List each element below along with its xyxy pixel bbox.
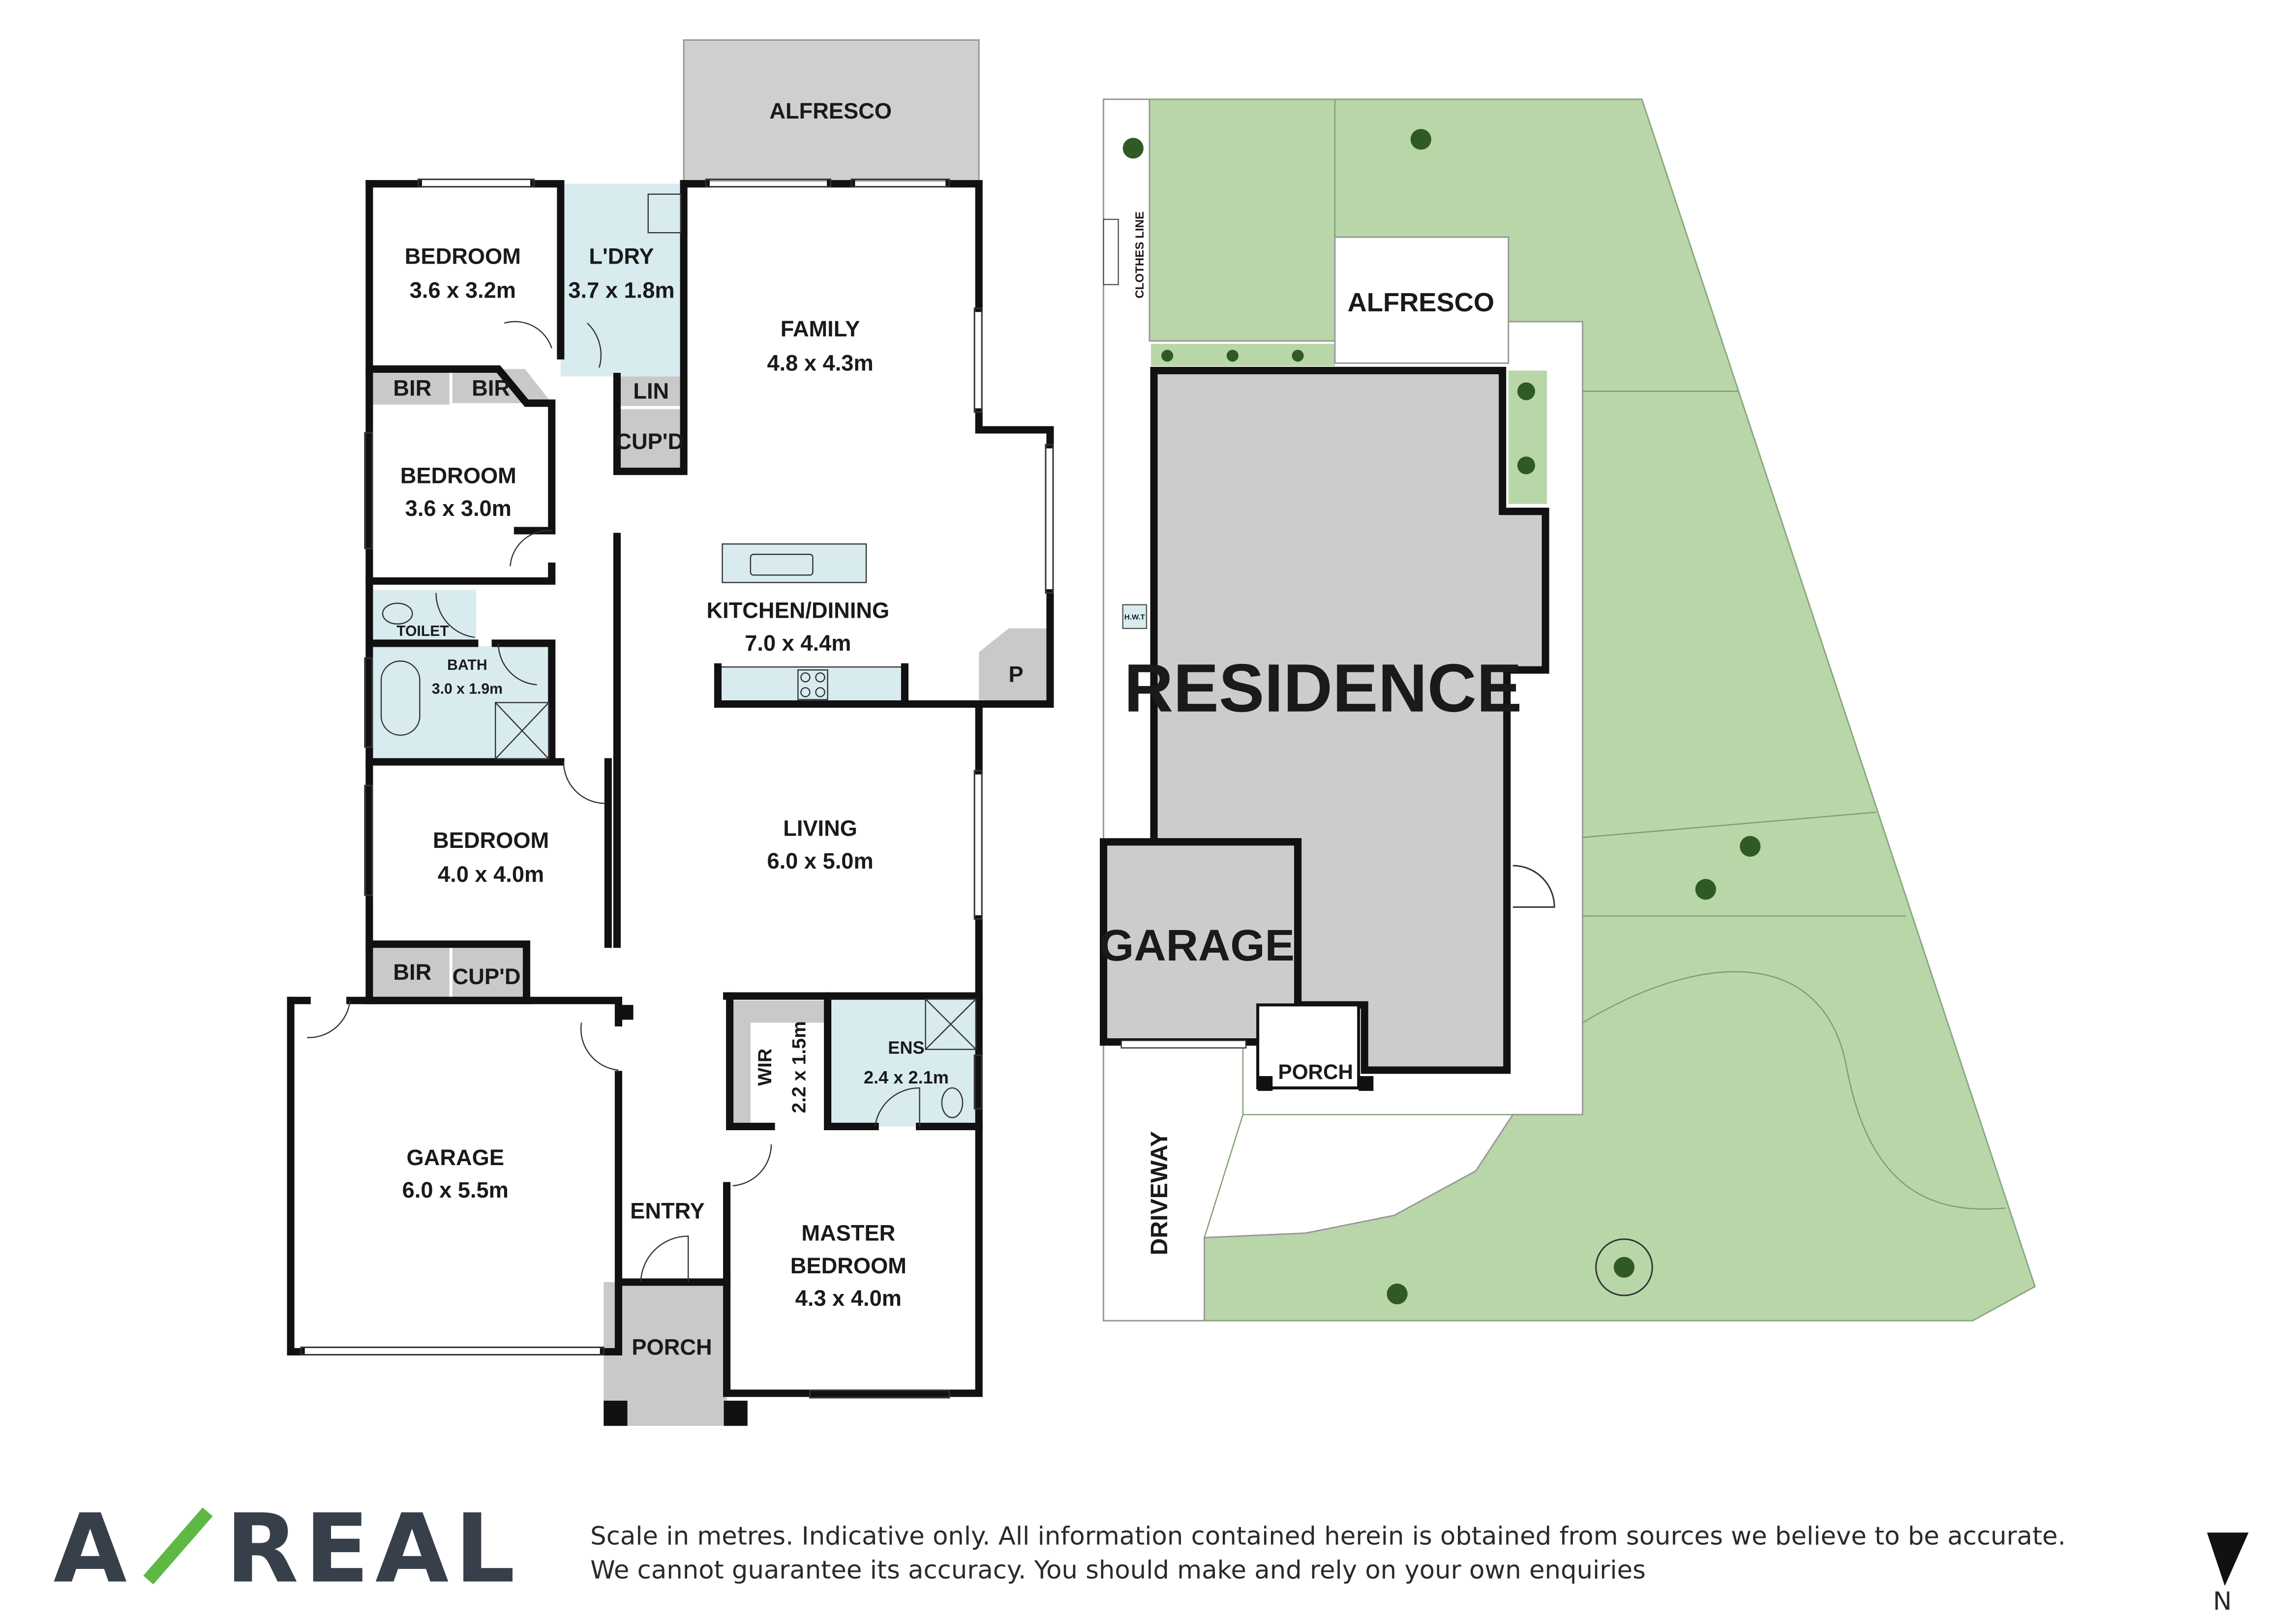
footer: A REAL Scale in metres. Indicative only.… xyxy=(54,1494,2249,1616)
room-name: ENS xyxy=(888,1038,924,1058)
svg-text:REAL: REAL xyxy=(225,1494,521,1604)
room-size: 3.6 x 3.0m xyxy=(405,496,512,521)
room-size: 7.0 x 4.4m xyxy=(745,631,851,656)
bir-2 xyxy=(452,369,552,403)
kitchen-bench xyxy=(717,666,906,703)
garden-bed xyxy=(1151,344,1335,366)
room-name: LIVING xyxy=(783,816,857,841)
cupd-label: CUP'D xyxy=(453,964,521,989)
room-size: 2.2 x 1.5m xyxy=(788,1021,810,1113)
site-porch xyxy=(1256,1003,1360,1090)
bir-label: BIR xyxy=(472,376,510,401)
cupd-2 xyxy=(452,944,527,1001)
kitchen-island xyxy=(722,543,867,583)
north-arrow-icon xyxy=(2207,1533,2249,1586)
toilet-icon xyxy=(382,602,413,625)
hwt-label: H.W.T xyxy=(1124,613,1146,622)
room-name: BEDROOM xyxy=(400,463,516,488)
bir-3 xyxy=(372,944,450,1001)
bath-area xyxy=(372,646,550,762)
room-name: WIR xyxy=(755,1049,776,1086)
room-name: L'DRY xyxy=(589,243,654,269)
room-name: GARAGE xyxy=(407,1145,504,1170)
room-size: 4.8 x 4.3m xyxy=(767,350,873,375)
cupd-1 xyxy=(617,409,683,472)
ensuite-area xyxy=(827,996,979,1127)
bir-label: BIR xyxy=(393,960,431,985)
areal-logo: A REAL xyxy=(54,1494,521,1604)
porch-label: PORCH xyxy=(632,1335,712,1360)
residence-label: RESIDENCE xyxy=(1124,650,1522,726)
toilet-area xyxy=(372,590,476,643)
site-plan: CLOTHES LINE ALFRESCO RESIDENCE GARAGE P… xyxy=(1099,98,2036,1322)
room-size: 3.0 x 1.9m xyxy=(432,681,503,697)
laundry-area xyxy=(560,183,683,377)
shower-icon xyxy=(925,998,977,1050)
svg-text:A: A xyxy=(54,1494,133,1604)
alfresco-area xyxy=(683,39,980,182)
shower-icon xyxy=(494,702,549,760)
site-alfresco-label: ALFRESCO xyxy=(1348,288,1494,317)
cupd-label: CUP'D xyxy=(615,429,684,454)
tree-icons xyxy=(1122,129,1761,1305)
room-size: 2.4 x 2.1m xyxy=(864,1067,949,1087)
entry-label: ENTRY xyxy=(630,1198,705,1223)
toilet-label: TOILET xyxy=(396,623,449,639)
bir-label: BIR xyxy=(393,376,431,401)
room-size: 4.3 x 4.0m xyxy=(795,1286,902,1311)
wir-shelf xyxy=(729,1000,826,1127)
room-name: BEDROOM xyxy=(433,828,549,853)
room-name: BEDROOM xyxy=(790,1253,906,1278)
bathtub-icon xyxy=(380,660,421,736)
room-size: 3.6 x 3.2m xyxy=(410,278,516,303)
lin-label: LIN xyxy=(633,379,669,404)
toilet-icon xyxy=(941,1087,964,1118)
clothes-line-label: CLOTHES LINE xyxy=(1133,211,1147,299)
room-name: KITCHEN/DINING xyxy=(706,598,889,623)
room-name: BATH xyxy=(447,657,487,673)
site-garage-label: GARAGE xyxy=(1099,921,1295,970)
sink-icon xyxy=(750,553,814,576)
clothes-line-rotary-icon xyxy=(1595,1238,1653,1296)
alfresco-label: ALFRESCO xyxy=(769,98,892,123)
hwt-icon xyxy=(1122,604,1148,630)
pantry-label: P xyxy=(1009,661,1024,687)
cooktop-icon xyxy=(797,669,828,700)
disclaimer-line-1: Scale in metres. Indicative only. All in… xyxy=(590,1521,2066,1551)
disclaimer-line-2: We cannot guarantee its accuracy. You sh… xyxy=(590,1556,1646,1585)
clothes-line xyxy=(1103,218,1119,285)
lin-cupboard xyxy=(617,376,683,406)
room-name: FAMILY xyxy=(781,316,860,341)
site-alfresco xyxy=(1334,236,1510,364)
pantry xyxy=(979,628,1047,704)
bir-1 xyxy=(372,369,450,405)
site-porch-label: PORCH xyxy=(1278,1060,1353,1083)
driveway-label: DRIVEWAY xyxy=(1146,1131,1173,1256)
north-label: N xyxy=(2213,1587,2232,1616)
floor-plan: ALFRESCO BEDROOM 3.6 x 3.2m L'DRY 3.7 x … xyxy=(287,39,1054,1426)
room-size: 6.0 x 5.0m xyxy=(767,848,873,873)
room-size: 3.7 x 1.8m xyxy=(568,278,674,303)
room-name: MASTER xyxy=(801,1220,895,1245)
washing-machine-icon xyxy=(647,193,682,234)
room-size: 4.0 x 4.0m xyxy=(438,862,544,887)
room-name: BEDROOM xyxy=(405,243,521,269)
room-size: 6.0 x 5.5m xyxy=(402,1177,509,1202)
